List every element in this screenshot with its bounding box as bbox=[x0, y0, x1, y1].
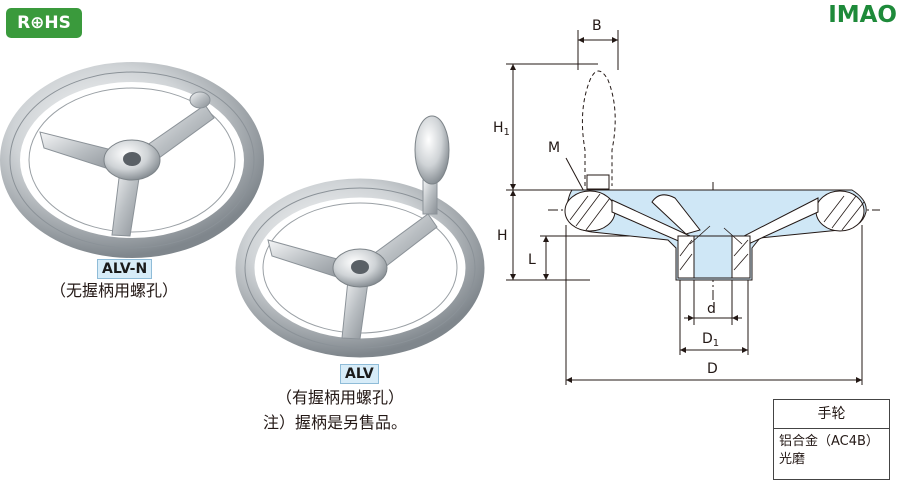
alv-n-wheel-photo bbox=[0, 62, 264, 258]
spec-table-title: 手轮 bbox=[774, 400, 889, 429]
spec-finish: 光磨 bbox=[779, 452, 806, 467]
dim-label-m: M bbox=[548, 140, 560, 156]
spec-material: 铝合金（AC4B） bbox=[779, 434, 879, 449]
model-badge-alv: ALV bbox=[340, 364, 379, 384]
rohs-logo: R⊕HS bbox=[6, 8, 82, 38]
alv-wheel-photo bbox=[235, 115, 485, 358]
dim-label-big-d: D bbox=[707, 361, 718, 377]
dim-label-l: L bbox=[528, 252, 536, 268]
dim-label-h1: H1 bbox=[493, 120, 510, 138]
note-handle-sold-separately: 注）握柄是另售品。 bbox=[263, 413, 408, 432]
imao-logo: IMAO bbox=[828, 2, 897, 28]
dim-label-d1: D1 bbox=[702, 331, 719, 349]
model-badge-alv-n: ALV-N bbox=[97, 259, 153, 279]
dim-label-b: B bbox=[592, 18, 602, 34]
spec-table: 手轮 铝合金（AC4B） 光磨 bbox=[773, 399, 890, 480]
dim-label-d: d bbox=[707, 301, 716, 317]
dim-label-h: H bbox=[497, 228, 508, 244]
caption-alv-n: （无握柄用螺孔） bbox=[50, 281, 179, 300]
caption-alv: （有握柄用螺孔） bbox=[276, 388, 405, 407]
